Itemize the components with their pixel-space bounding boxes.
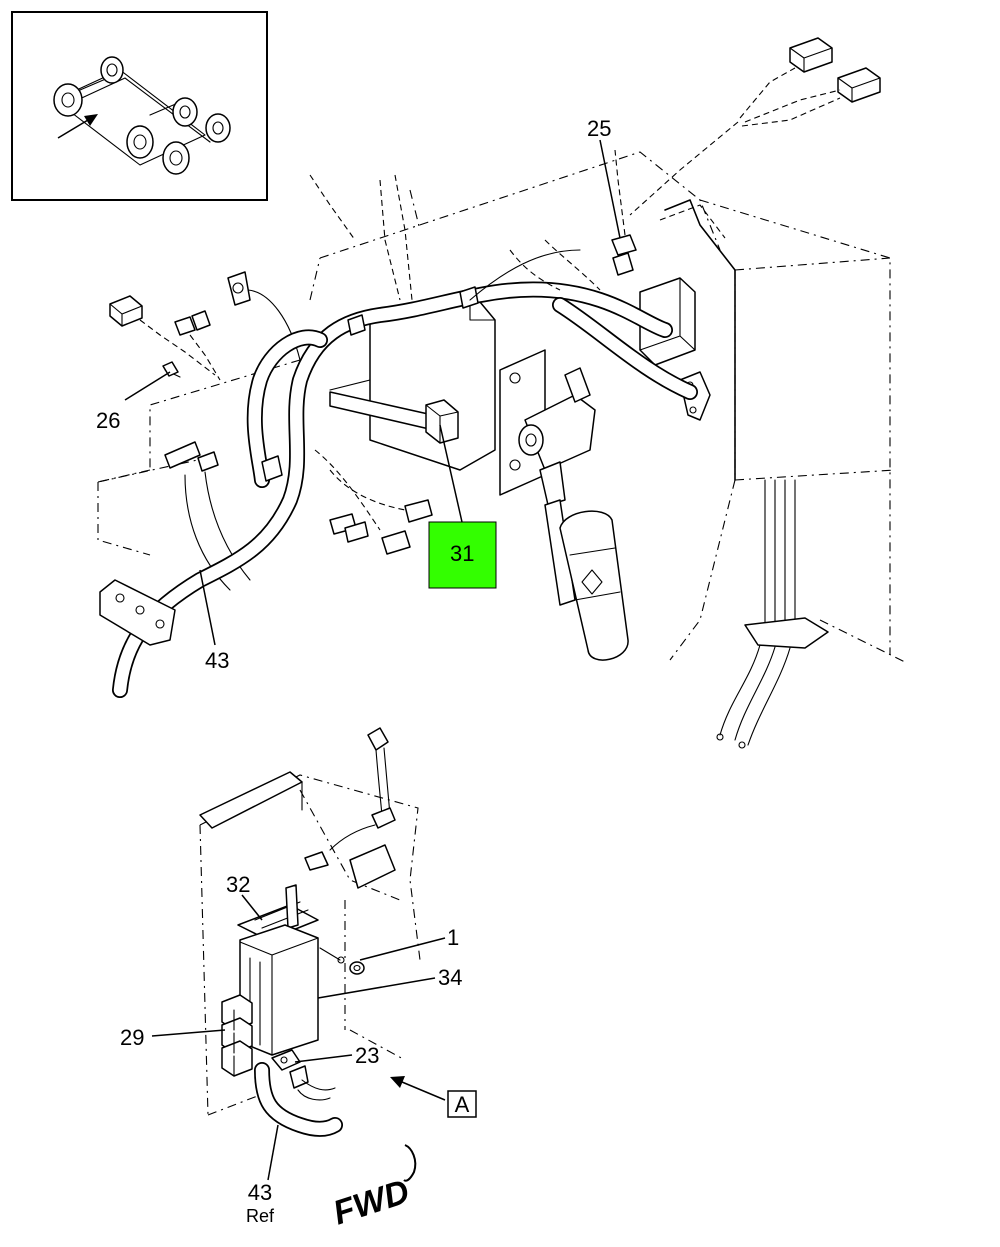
- module-bracket-view: [199, 727, 477, 1182]
- callout-26[interactable]: 26: [96, 408, 120, 433]
- callout-43[interactable]: 43: [205, 648, 229, 673]
- upper-connector-icon: [789, 37, 881, 103]
- chassis-locator-inset: [11, 11, 268, 201]
- callout-32[interactable]: 32: [226, 872, 250, 897]
- part-32-bracket-icon: [237, 884, 319, 941]
- callout-43-ref[interactable]: 43: [248, 1180, 272, 1205]
- callout-view-a[interactable]: A: [455, 1092, 470, 1117]
- view-a-arrow-icon: [390, 1076, 446, 1101]
- left-connector-icon: [109, 271, 251, 336]
- callout-34[interactable]: 34: [438, 965, 462, 990]
- callout-43-ref-sub: Ref: [246, 1206, 275, 1226]
- callout-23[interactable]: 23: [355, 1043, 379, 1068]
- callout-leaders: [124, 139, 621, 1181]
- fwd-label: FWD: [329, 1172, 414, 1232]
- front-wheel-icon: [53, 56, 124, 117]
- top-connector-icon: [367, 727, 391, 816]
- dash-harness-view: [97, 37, 906, 749]
- rear-wheel-icon: [126, 97, 231, 175]
- callout-31[interactable]: 31: [450, 541, 474, 566]
- part-23-clip-icon: [271, 1049, 309, 1089]
- part-29-relays-icon: [221, 994, 253, 1077]
- view-a-box: [447, 1090, 477, 1118]
- pedal-icon: [559, 510, 629, 661]
- callout-29[interactable]: 29: [120, 1025, 144, 1050]
- fwd-arrow-icon: [403, 1144, 417, 1182]
- callout-25[interactable]: 25: [587, 116, 611, 141]
- part-31-highlight-box[interactable]: [428, 521, 497, 589]
- callout-1[interactable]: 1: [447, 925, 459, 950]
- main-harness-icon: [112, 281, 698, 698]
- part-1-fastener-icon: [319, 947, 365, 975]
- part-31-relay-icon: [425, 399, 459, 444]
- locator-arrow-icon: [57, 114, 98, 139]
